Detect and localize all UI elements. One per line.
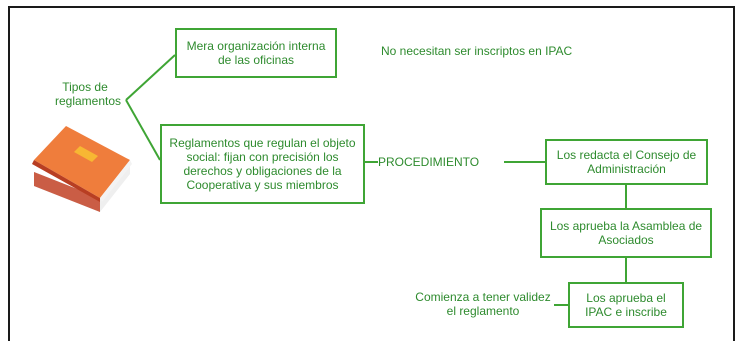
branch-internal-note: No necesitan ser inscriptos en IPAC — [381, 44, 573, 58]
diagram-frame — [8, 6, 735, 341]
connector-root-internal — [125, 54, 176, 101]
root-label: Tipos de reglamentos — [55, 80, 122, 108]
branch-internal-box: Mera organización interna de las oficina… — [175, 28, 337, 78]
final-note: Comienza a tener validez el reglamento — [415, 290, 551, 318]
branch-social-box: Reglamentos que regulan el objeto social… — [160, 124, 365, 204]
step-2-box: Los aprueba la Asamblea de Asociados — [540, 208, 712, 258]
step-1-box: Los redacta el Consejo de Administración — [545, 139, 708, 185]
book-icon — [32, 126, 132, 212]
connector-root-social — [125, 99, 161, 161]
step-3-box: Los aprueba el IPAC e inscribe — [568, 282, 684, 328]
procedure-label: PROCEDIMIENTO — [378, 155, 480, 169]
